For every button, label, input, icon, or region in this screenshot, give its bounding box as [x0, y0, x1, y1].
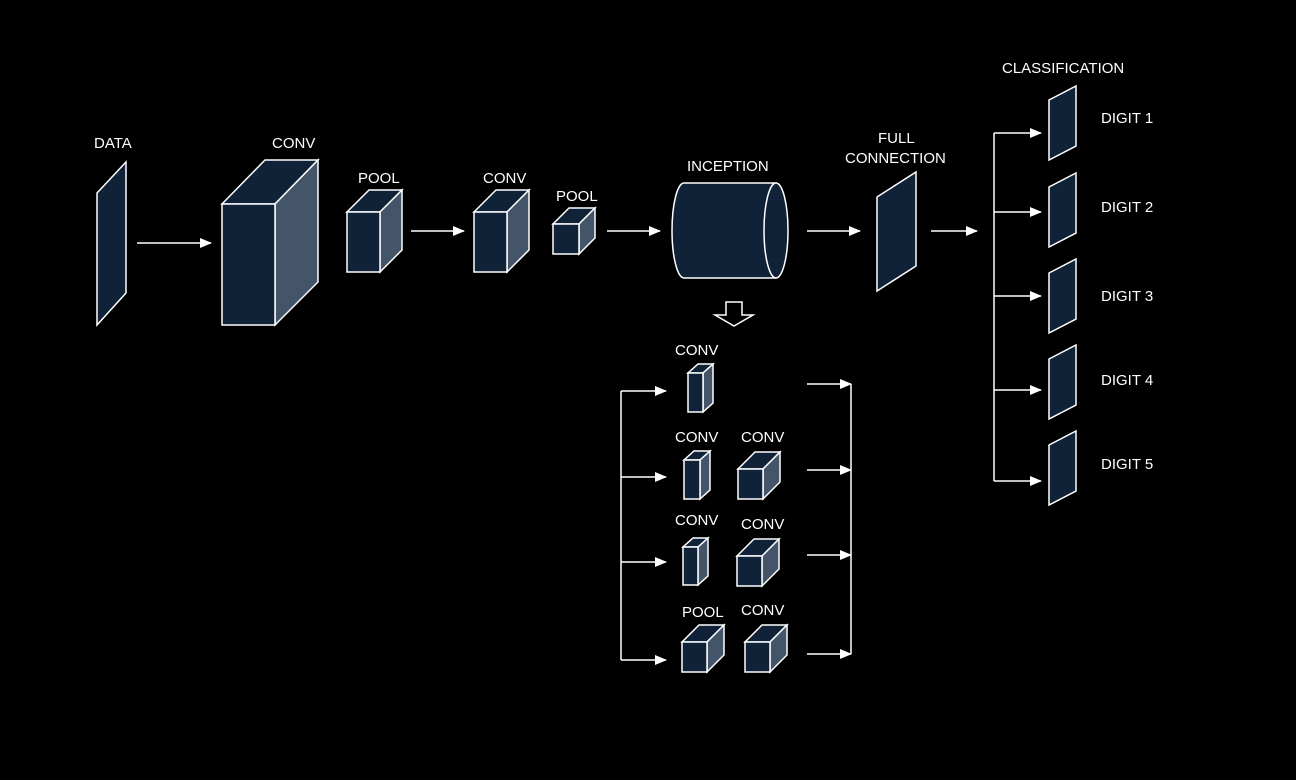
label-pool1: POOL	[358, 170, 400, 187]
data-input-plane	[96, 160, 127, 327]
label-branch2-conv-2: CONV	[741, 429, 785, 446]
expand-down-arrow	[712, 301, 756, 327]
label-conv1: CONV	[272, 135, 316, 152]
label-branch2-conv-1: CONV	[675, 429, 719, 446]
label-branch4-conv: CONV	[741, 602, 785, 619]
digit2-plane	[1048, 171, 1077, 249]
digit3-plane	[1048, 257, 1077, 335]
branch2-conv-block-1	[682, 449, 712, 501]
pool2-block	[551, 206, 597, 256]
label-conv2: CONV	[483, 170, 527, 187]
label-digit-4: DIGIT 4	[1101, 372, 1154, 389]
digit5-plane	[1048, 429, 1077, 507]
branch1-conv-block	[686, 362, 715, 414]
label-branch3-conv-2: CONV	[741, 516, 785, 533]
digit1-plane	[1048, 84, 1077, 162]
label-branch3-conv-1: CONV	[675, 512, 719, 529]
inception-merge-lines	[807, 379, 852, 659]
pool1-block	[345, 188, 404, 274]
label-connection: CONNECTION	[845, 150, 946, 167]
label-digit-2: DIGIT 2	[1101, 199, 1154, 216]
label-digit-5: DIGIT 5	[1101, 456, 1154, 473]
label-pool2: POOL	[556, 188, 598, 205]
branch4-conv-block	[743, 623, 789, 674]
branch3-conv-block-1	[681, 536, 710, 587]
inception-cylinder	[671, 182, 789, 279]
label-digit-3: DIGIT 3	[1101, 288, 1154, 305]
inception-split-lines	[620, 386, 667, 665]
label-inception: INCEPTION	[687, 158, 769, 175]
branch3-conv-block-2	[735, 537, 781, 588]
label-branch1-conv: CONV	[675, 342, 719, 359]
label-data: DATA	[94, 135, 132, 152]
label-classification: CLASSIFICATION	[1002, 60, 1125, 77]
label-full: FULL	[878, 130, 915, 147]
digit4-plane	[1048, 343, 1077, 421]
full-connection-plane	[876, 170, 917, 293]
label-branch4-pool: POOL	[682, 604, 724, 621]
classification-bracket	[993, 128, 1042, 486]
label-digit-1: DIGIT 1	[1101, 110, 1154, 127]
conv1-block	[220, 158, 320, 327]
conv2-block	[472, 188, 531, 274]
branch2-conv-block-2	[736, 450, 782, 501]
branch4-pool-block	[680, 623, 726, 674]
